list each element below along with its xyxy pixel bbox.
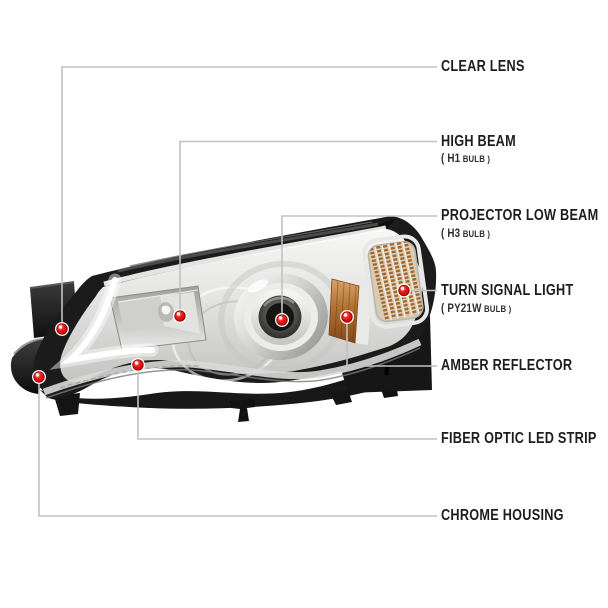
mount-bracket-left <box>29 281 76 338</box>
marker-high-beam <box>173 309 187 323</box>
callout-line-high-beam <box>179 140 437 316</box>
marker-projector-low-beam <box>275 313 289 327</box>
marker-amber-reflector <box>340 310 354 324</box>
callout-line-fiber-optic <box>137 365 437 440</box>
callout-line-amber-reflector <box>346 317 437 367</box>
part-markers <box>32 283 411 384</box>
marker-chrome-housing <box>32 370 46 384</box>
part-label-turn-signal-light: TURN SIGNAL LIGHT <box>441 281 574 299</box>
marker-clear-lens <box>55 322 69 336</box>
bulb-code: ( PY21W <box>441 300 482 315</box>
callout-line-chrome-housing <box>38 377 437 517</box>
bulb-type: BULB ) <box>462 154 491 165</box>
bulb-code: ( H1 <box>441 151 461 165</box>
bulb-type: BULB ) <box>483 303 512 315</box>
high-beam-chamber <box>109 285 207 351</box>
marker-fiber-optic-led-strip <box>131 358 145 372</box>
callout-line-projector <box>281 215 437 320</box>
headlight-photo-group <box>10 216 437 422</box>
part-label-fiber-optic-led-strip: FIBER OPTIC LED STRIP <box>441 430 597 447</box>
brow-highlight <box>103 225 387 287</box>
led-strip-graphic <box>49 273 159 370</box>
bulb-type: BULB ) <box>462 229 491 240</box>
turn-signal-graphic <box>362 234 430 329</box>
part-label-clear-lens: CLEAR LENS <box>441 58 525 75</box>
bulb-code: ( H3 <box>441 226 461 240</box>
amber-reflector-graphic <box>328 278 372 345</box>
top-band-streak-thin <box>129 221 373 267</box>
part-label-chrome-housing: CHROME HOUSING <box>441 507 564 524</box>
part-label-amber-reflector: AMBER REFLECTOR <box>441 357 573 374</box>
top-band-streak <box>117 222 379 273</box>
callout-line-clear-lens <box>61 66 437 329</box>
part-label-projector-low-beam: PROJECTOR LOW BEAM <box>441 207 599 224</box>
callout-lines <box>38 66 437 517</box>
marker-turn-signal-light <box>397 283 411 298</box>
part-label-high-beam: HIGH BEAM <box>441 132 516 150</box>
